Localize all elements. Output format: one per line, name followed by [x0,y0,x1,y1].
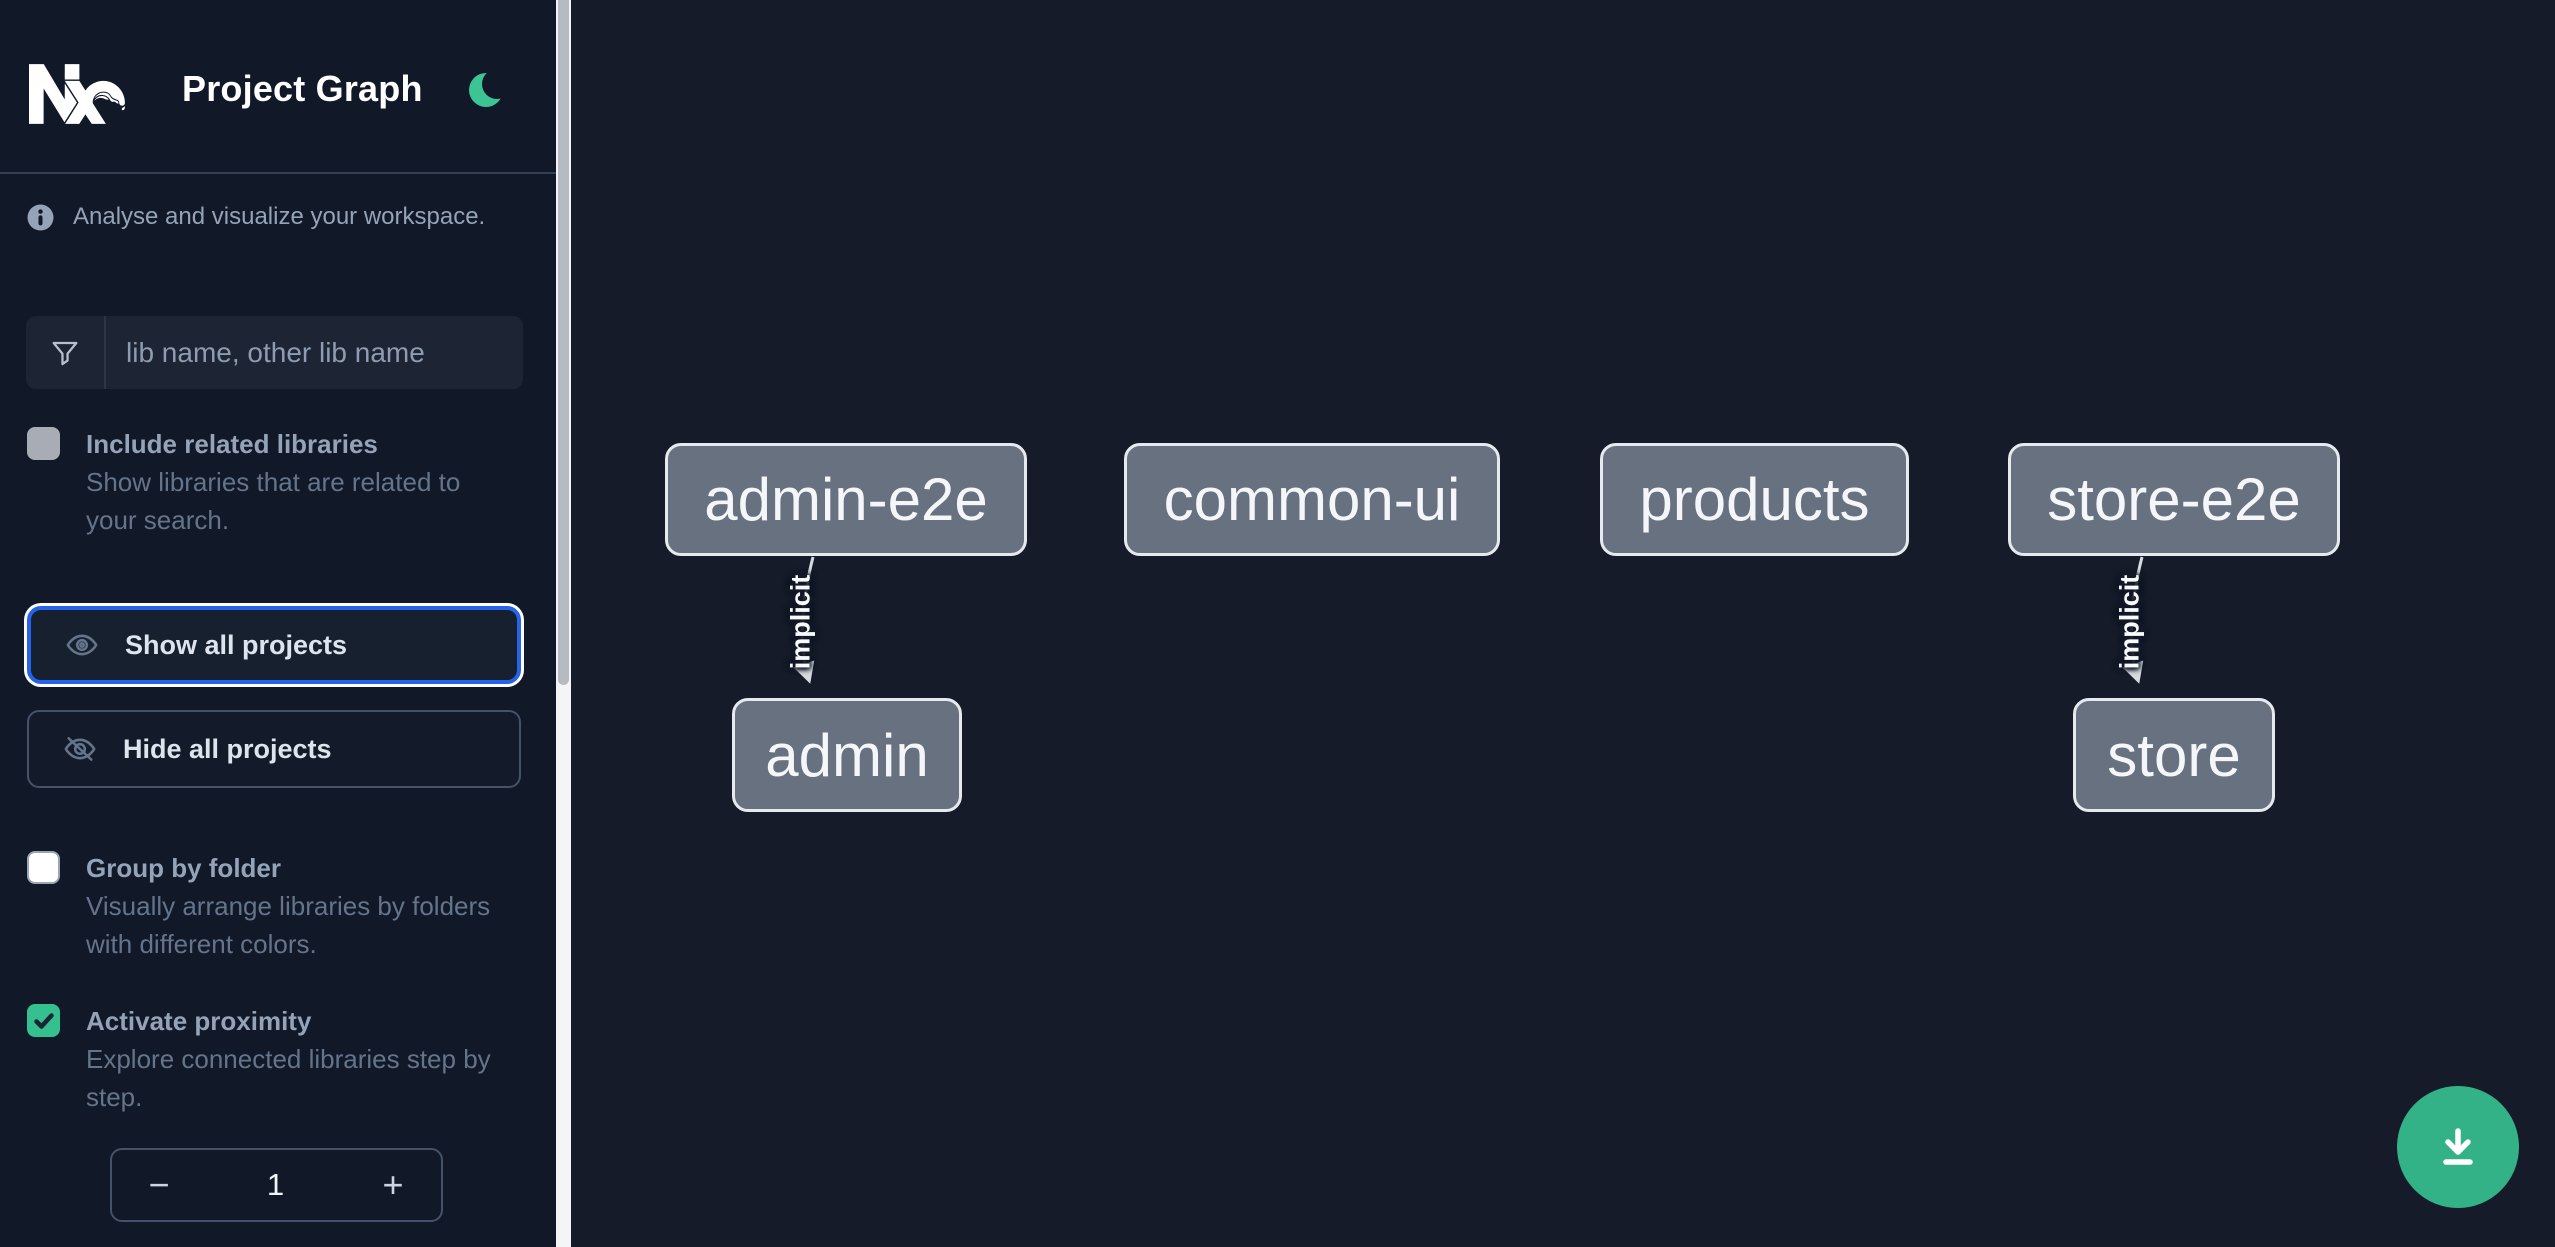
option-include-related: Include related libraries Show libraries… [27,425,523,539]
eye-icon [66,634,98,656]
option-label: Group by folder [86,853,281,883]
nx-logo-icon [29,64,125,124]
eye-off-icon [64,737,96,761]
download-icon [2443,1128,2473,1165]
filter-icon-cell [26,316,106,389]
hide-all-projects-button[interactable]: Hide all projects [27,710,521,788]
sidebar-scrollbar-track[interactable] [556,0,571,1247]
graph-edge-store-e2e-store[interactable] [2122,556,2144,684]
hide-all-projects-label: Hide all projects [123,733,332,764]
theme-toggle-button[interactable] [467,69,512,110]
moon-icon [469,69,512,107]
filter-box [26,316,523,389]
increase-depth-button[interactable]: + [345,1150,441,1220]
proximity-depth-stepper: − 1 + [110,1148,443,1222]
edge-label: implicit [785,574,816,670]
funnel-icon [52,341,78,365]
graph-node-store[interactable]: store [2073,698,2275,812]
graph-node-common-ui[interactable]: common-ui [1124,443,1500,556]
graph-edges [793,556,2144,684]
info-icon [27,204,54,230]
option-label: Activate proximity [86,1006,312,1036]
option-activate-proximity: Activate proximity Explore connected lib… [27,1002,523,1116]
workspace-tagline: Analyse and visualize your workspace. [73,203,486,230]
graph-canvas[interactable]: admin-e2e common-ui products store-e2e admin… [571,0,2555,1247]
sidebar: Project Graph Analyse and visualize your… [0,0,556,1247]
option-description: Show libraries that are related to your … [86,467,461,535]
activate-proximity-checkbox[interactable] [27,1004,60,1037]
option-description: Visually arrange libraries by folders wi… [86,891,491,959]
show-all-projects-label: Show all projects [125,629,348,660]
filter-input[interactable] [106,316,523,389]
decrease-depth-button[interactable]: − [112,1150,206,1220]
graph-node-products[interactable]: products [1600,443,1909,556]
graph-node-store-e2e[interactable]: store-e2e [2008,443,2340,556]
show-all-projects-button[interactable]: Show all projects [27,606,521,684]
option-description: Explore connected libraries step by step… [86,1044,491,1112]
option-label: Include related libraries [86,429,378,459]
workspace-info-row: Analyse and visualize your workspace. [27,203,485,231]
option-group-by-folder: Group by folder Visually arrange librari… [27,849,523,963]
check-icon [33,1012,54,1029]
include-related-checkbox[interactable] [27,427,60,460]
graph-node-admin[interactable]: admin [732,698,962,812]
graph-node-admin-e2e[interactable]: admin-e2e [665,443,1027,556]
header-divider [0,172,556,174]
sidebar-scrollbar-thumb[interactable] [558,0,569,685]
download-graph-button[interactable] [2397,1086,2519,1208]
graph-edge-admin-e2e-admin[interactable] [793,556,815,684]
edge-label: implicit [2114,574,2145,670]
page-title: Project Graph [182,68,423,109]
group-by-folder-checkbox[interactable] [27,851,60,884]
depth-value[interactable]: 1 [266,1167,285,1202]
